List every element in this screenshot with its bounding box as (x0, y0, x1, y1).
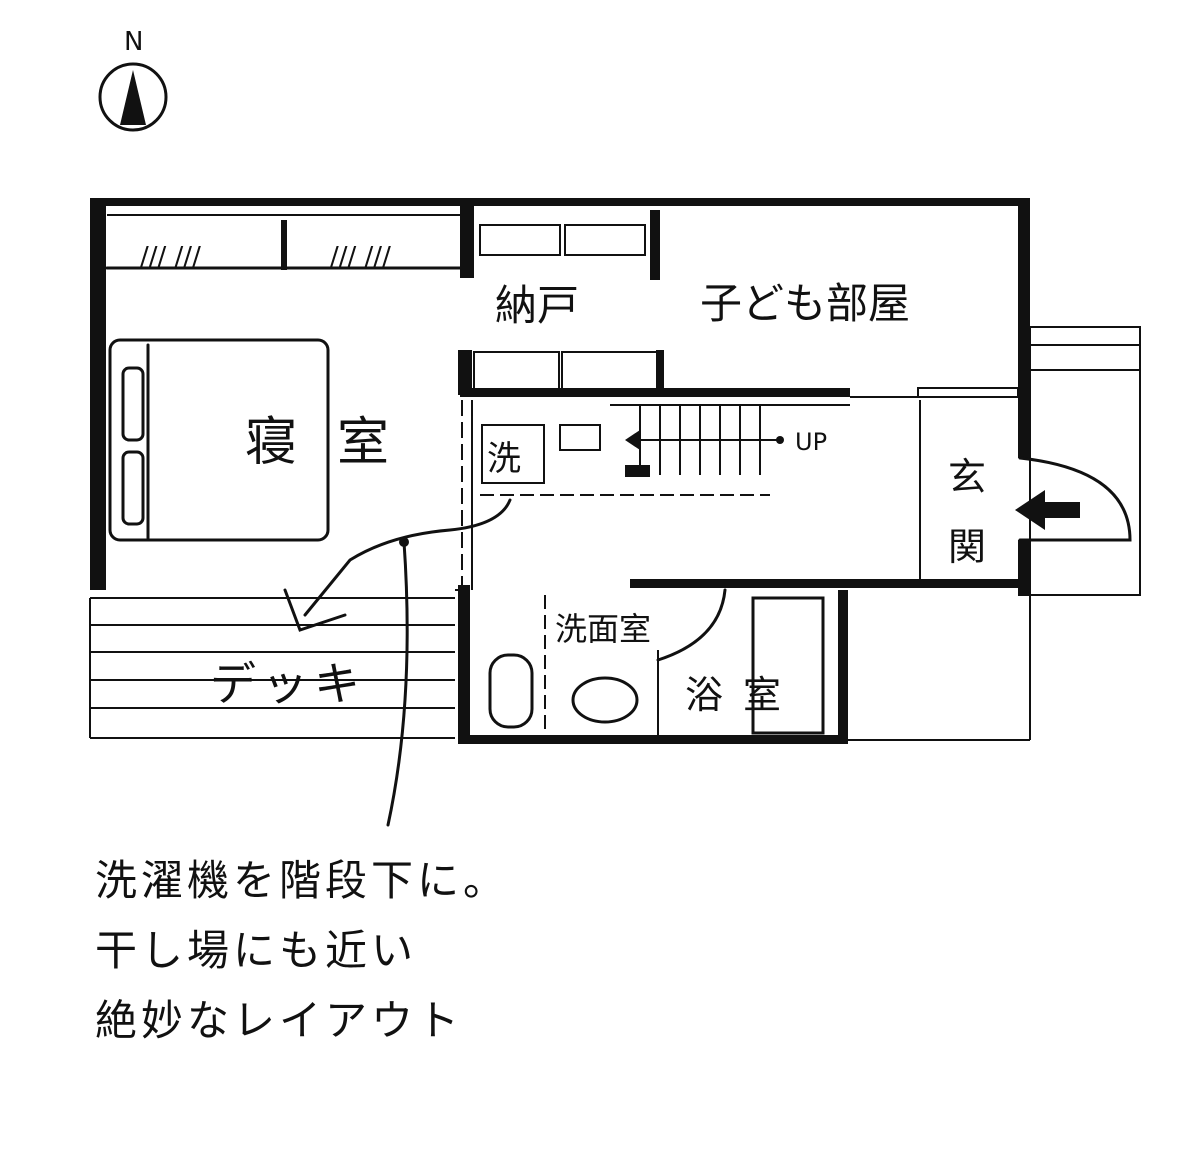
washing-machine (481, 424, 545, 484)
toilet (488, 653, 534, 729)
svg-text:/// ///: /// /// (330, 242, 391, 272)
note-line-1: 洗濯機を階段下に。 (95, 856, 509, 905)
bed (108, 338, 330, 542)
label-storage: 納戸 (495, 281, 579, 330)
bathtub (751, 596, 825, 735)
label-entrance-2: 関 (948, 525, 986, 569)
staircase (480, 404, 850, 496)
walls: /// /// /// /// (89, 198, 1141, 827)
label-deck: デッキ (210, 657, 366, 711)
compass-label: N (124, 27, 143, 57)
note-line-2: 干し場にも近い (95, 926, 417, 975)
north-compass-icon: N (98, 27, 168, 132)
label-up: UP (795, 428, 827, 456)
note-line-3: 絶妙なレイアウト (95, 996, 463, 1045)
svg-text:/// ///: /// /// (140, 242, 201, 272)
sink (571, 676, 639, 724)
label-kids-room: 子ども部屋 (700, 279, 910, 328)
label-bathroom: 浴室 (685, 673, 801, 717)
deck (89, 597, 455, 739)
label-bedroom: 寝室 (245, 413, 429, 473)
label-washroom: 洗面室 (555, 610, 651, 648)
label-entrance-1: 玄 (948, 455, 986, 499)
label-washer: 洗 (487, 439, 521, 479)
